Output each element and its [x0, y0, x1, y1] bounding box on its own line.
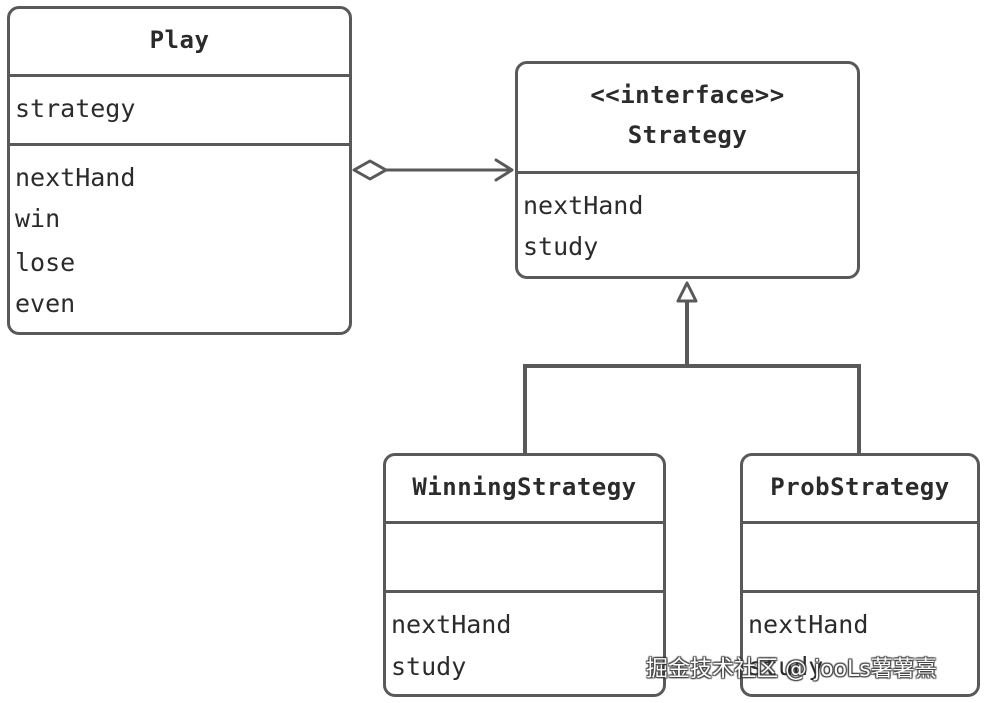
- inheritance-triangle: [676, 281, 698, 303]
- class-winning-header: WinningStrategy: [386, 456, 663, 521]
- method-study: study: [523, 232, 599, 261]
- method-nexthand: nextHand: [748, 610, 869, 639]
- method-nexthand: nextHand: [15, 163, 136, 192]
- class-winning-name: WinningStrategy: [412, 473, 637, 501]
- navigation-arrowhead: [494, 158, 514, 182]
- method-nexthand: nextHand: [391, 610, 512, 639]
- class-play: Play strategy nextHand win lose even: [7, 6, 352, 335]
- method-win: win: [15, 204, 61, 233]
- class-prob-methods: nextHand study: [743, 590, 977, 694]
- method-nexthand: nextHand: [523, 191, 644, 220]
- class-winning-attributes: [386, 521, 663, 590]
- method-lose: lose: [15, 248, 76, 277]
- class-play-methods: nextHand win lose even: [10, 143, 349, 332]
- class-play-header: Play: [10, 9, 349, 74]
- class-play-attributes: strategy: [10, 74, 349, 143]
- class-winning-strategy: WinningStrategy nextHand study: [383, 453, 666, 697]
- class-play-name: Play: [149, 26, 210, 54]
- method-even: even: [15, 289, 76, 318]
- class-strategy: <<interface>> Strategy nextHand study: [515, 61, 860, 279]
- aggregation-connector: [352, 158, 514, 182]
- class-strategy-methods: nextHand study: [518, 171, 857, 276]
- class-prob-strategy: ProbStrategy nextHand study: [740, 453, 980, 697]
- class-strategy-header: <<interface>> Strategy: [518, 64, 857, 171]
- class-strategy-name: Strategy: [627, 121, 748, 149]
- class-prob-name: ProbStrategy: [770, 473, 950, 501]
- class-prob-header: ProbStrategy: [743, 456, 977, 521]
- interface-stereotype: <<interface>>: [590, 81, 785, 109]
- watermark: 掘金技术社区 @ jooLs薯薯熹: [646, 657, 937, 682]
- class-winning-methods: nextHand study: [386, 590, 663, 694]
- method-study: study: [748, 652, 824, 681]
- attribute-strategy: strategy: [15, 94, 136, 123]
- aggregation-diamond: [352, 159, 388, 181]
- method-study: study: [391, 652, 467, 681]
- class-prob-attributes: [743, 521, 977, 590]
- generalization-connector: [523, 281, 861, 454]
